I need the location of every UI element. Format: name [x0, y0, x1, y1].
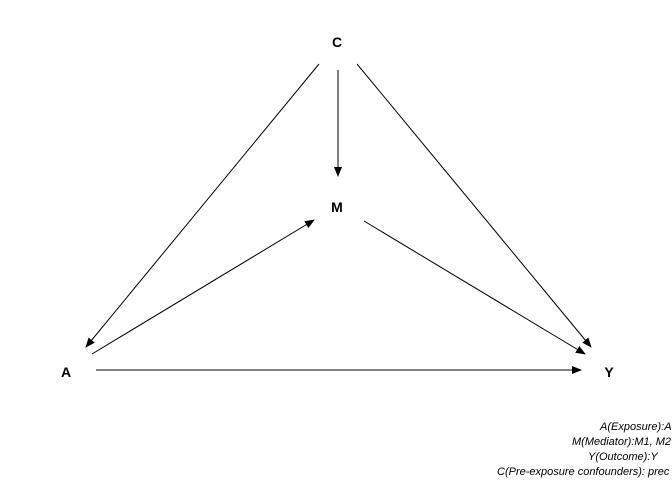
legend-exposure: A(Exposure):A [599, 421, 672, 433]
legend-mediator: M(Mediator):M1, M2 [572, 436, 671, 448]
legend-confounders: C(Pre-exposure confounders): prec [497, 466, 670, 478]
edge-m-to-y [363, 220, 586, 355]
edge-a-to-m [91, 219, 315, 355]
node-a-label: A [61, 364, 71, 380]
legend: A(Exposure):A M(Mediator):M1, M2 Y(Outco… [497, 421, 672, 478]
edge-c-to-y [356, 63, 592, 348]
node-c-label: C [332, 34, 342, 50]
edge-c-to-a [85, 63, 320, 348]
node-m-label: M [331, 199, 343, 215]
nodes: C M A Y [61, 34, 614, 380]
edges [85, 63, 592, 374]
node-y-label: Y [604, 364, 614, 380]
legend-outcome: Y(Outcome):Y [588, 451, 658, 463]
